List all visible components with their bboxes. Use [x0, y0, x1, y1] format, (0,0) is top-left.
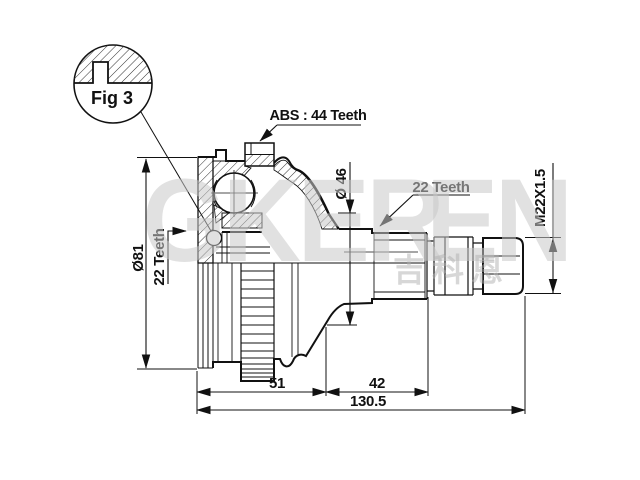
spline-section-lines [373, 233, 426, 299]
dia81-label: Ø81 [130, 244, 147, 271]
bell-rim-contour-lines [197, 263, 214, 369]
spline-teeth-left-label: 22 Teeth [151, 228, 168, 285]
fig3-label: Fig 3 [91, 88, 133, 108]
bell-lower-contour-lines [217, 263, 299, 362]
bell-rim-section [197, 156, 214, 264]
threaded-stub [482, 237, 524, 295]
fig3-detail-bubble: Fig 3 [73, 44, 212, 232]
dim-51-label: 51 [269, 375, 285, 392]
shaft-top-profile [339, 228, 427, 234]
abs-tooth-band [240, 263, 275, 381]
spline-left-callout: 22 Teeth [151, 226, 187, 286]
bottom-dimensions: 51 42 130.5 [196, 296, 526, 415]
thread-extension-lines [525, 237, 561, 294]
bell-bottom-profile [212, 298, 427, 382]
shaft [339, 228, 524, 299]
shaft-groove-and-seat [426, 233, 483, 299]
spline-left-leader [167, 226, 187, 284]
bell-top-right-profile [273, 156, 340, 230]
dimension-shaft-diameter: Ø 46 [327, 162, 357, 326]
fig3-step-profile [74, 61, 152, 84]
abs-callout-leader [259, 124, 278, 142]
dim-42-label: 42 [369, 375, 385, 392]
snap-ring-detail-circle [205, 229, 223, 247]
outer-race-section-right [273, 159, 339, 230]
abs-teeth-label: ABS : 44 Teeth [269, 108, 366, 124]
dimension-outer-diameter: Ø81 [130, 157, 197, 370]
spline-teeth-right-label: 22 Teeth [412, 179, 469, 196]
fig3-hatch-region [74, 45, 152, 83]
dim-130-label: 130.5 [350, 393, 386, 410]
abs-tone-ring [244, 142, 275, 167]
dia81-extension-lines [137, 157, 197, 370]
joint-bell-body [197, 142, 427, 382]
dimension-thread: M22X1.5 [525, 163, 561, 294]
spline-right-callout: 22 Teeth [379, 179, 470, 227]
bearing-ball [211, 170, 258, 217]
thread-label: M22X1.5 [532, 169, 549, 227]
dia46-label: Ø 46 [333, 168, 350, 199]
inner-race-hub [205, 212, 270, 263]
abs-callout: ABS : 44 Teeth [259, 108, 367, 142]
spline-right-leader [379, 194, 414, 227]
